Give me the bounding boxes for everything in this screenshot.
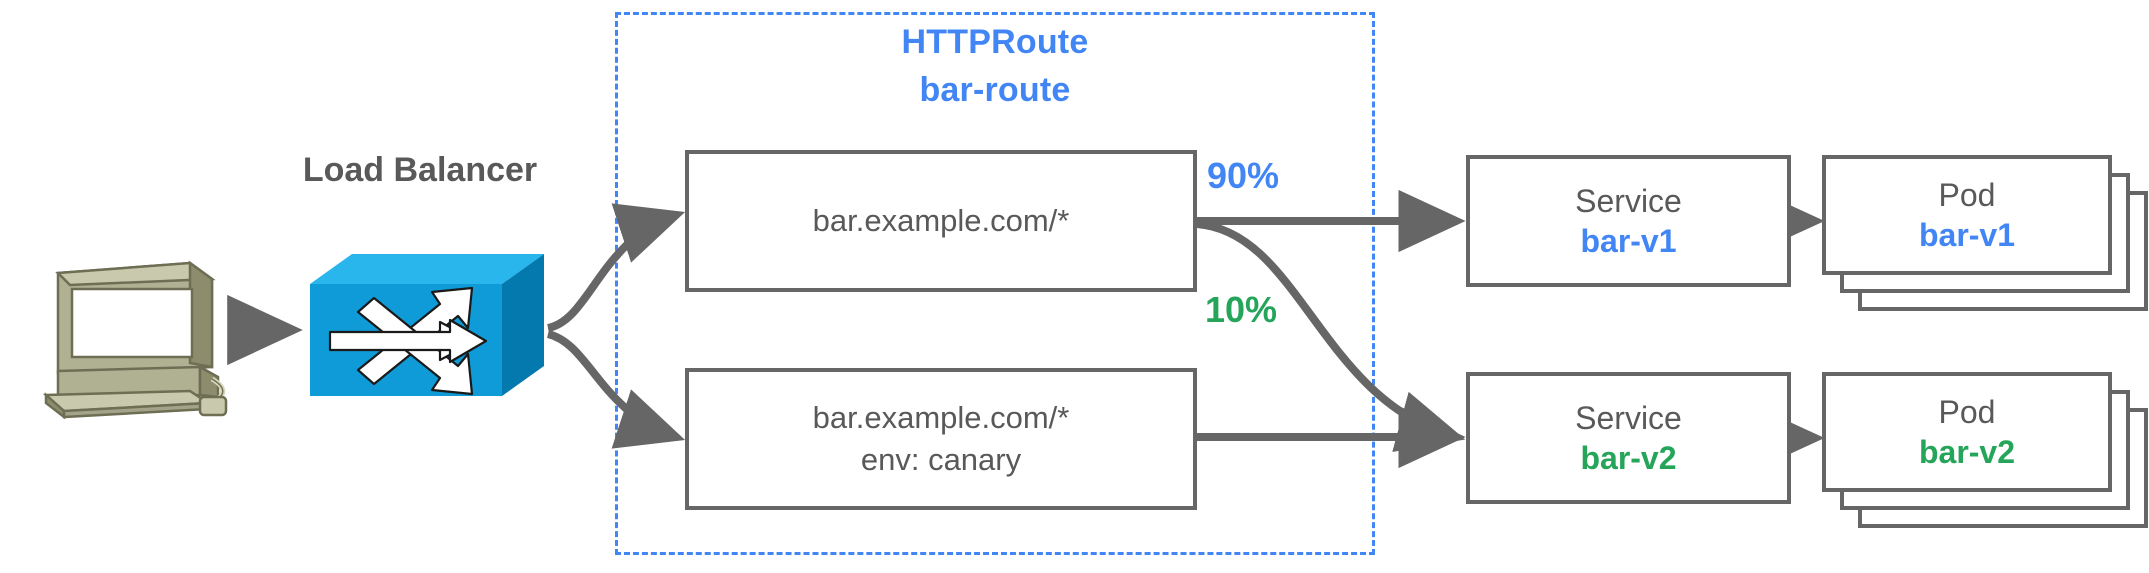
route-rule-box-2[interactable]: bar.example.com/* env: canary [685,368,1197,510]
traffic-weight-primary: 90% [1207,155,1280,196]
service-name-label-v2: bar-v2 [1580,440,1677,476]
pod-card-front-v1[interactable]: Pod bar-v1 [1822,155,2112,275]
service-box-bar-v1[interactable]: Service bar-v1 [1466,155,1791,287]
pod-card-front-v2[interactable]: Pod bar-v2 [1822,372,2112,492]
traffic-weight-canary: 10% [1205,289,1278,330]
pod-stack-bar-v2[interactable]: Pod bar-v2 [1822,372,2148,528]
pod-name-label-v2: bar-v2 [1918,434,2016,470]
service-kind-label-v2: Service [1575,400,1682,436]
service-kind-label-v1: Service [1575,183,1682,219]
load-balancer-label: Load Balancer [302,151,538,189]
pod-kind-label-v1: Pod [1938,177,1996,213]
route-rule-box-1[interactable]: bar.example.com/* [685,150,1197,292]
route-rule-2-header: env: canary [860,442,1022,477]
computer-workstation-icon [42,260,228,420]
pod-stack-bar-v1[interactable]: Pod bar-v1 [1822,155,2148,311]
network-switch-icon [310,254,544,396]
httproute-kind-label: HTTPRoute [901,23,1089,61]
httproute-name-label: bar-route [919,71,1071,109]
route-rule-2-match: bar.example.com/* [812,400,1070,435]
route-rule-1-match: bar.example.com/* [812,203,1070,238]
service-name-label-v1: bar-v1 [1580,223,1677,259]
httproute-title: HTTPRoute bar-route [615,18,1375,114]
pod-name-label-v1: bar-v1 [1918,217,2016,253]
service-box-bar-v2[interactable]: Service bar-v2 [1466,372,1791,504]
pod-kind-label-v2: Pod [1938,394,1996,430]
